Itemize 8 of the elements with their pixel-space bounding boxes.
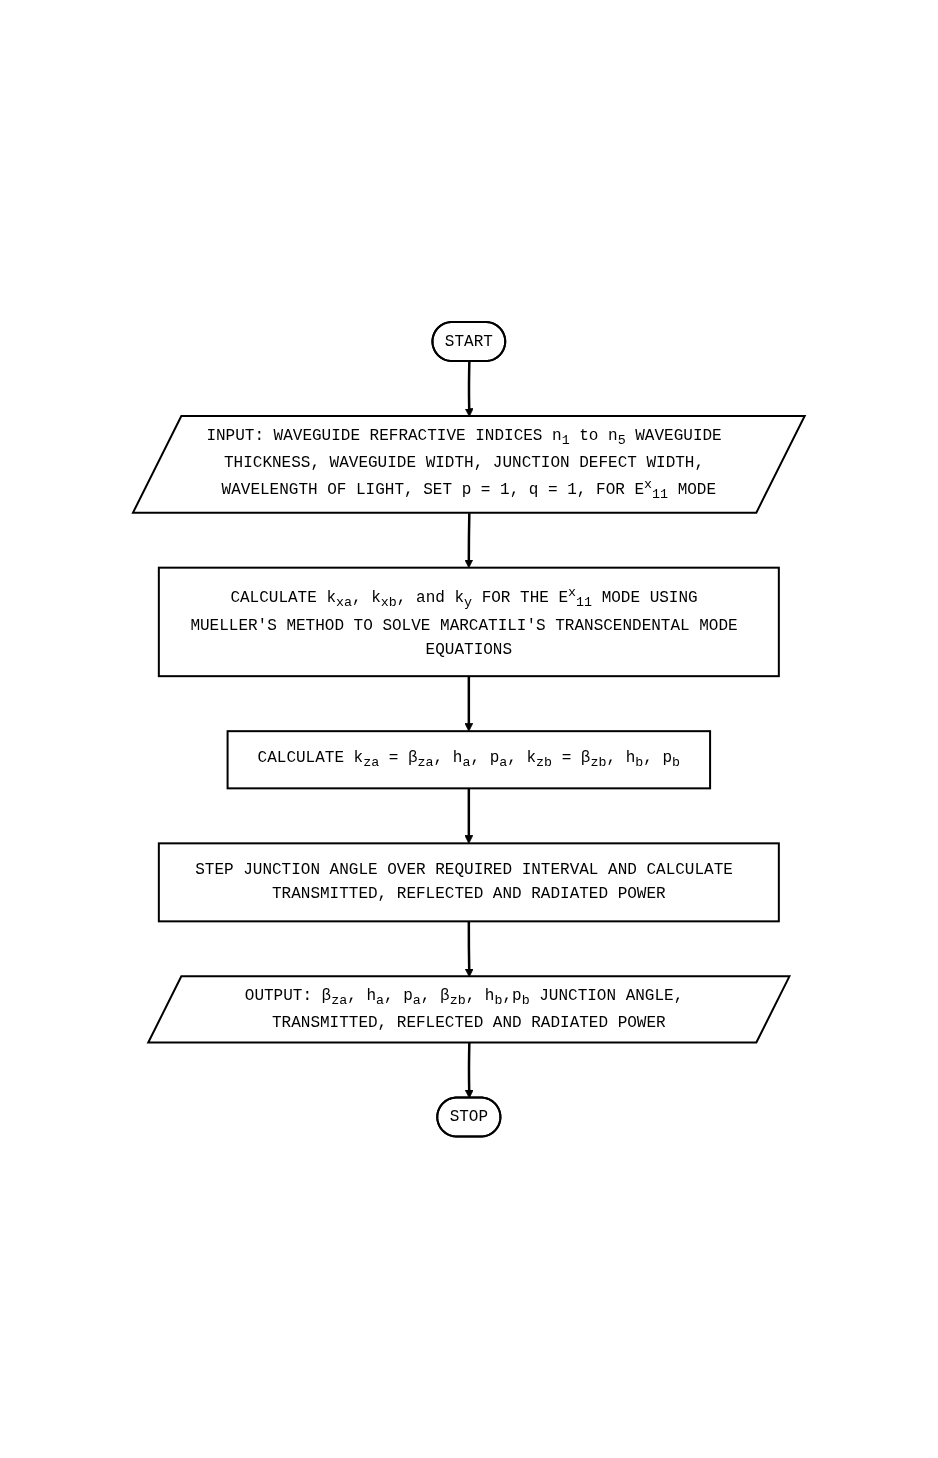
arrow	[464, 1042, 474, 1099]
arrow	[464, 921, 474, 977]
node-box: CALCULATE k$_{xa}$, k$_{xb}$, and k$_{y}$ FOR THE E$^{x}$$_{11}$ MODE USING MUELLER'S METHOD TO SOLVE MARCATILI'S TRANSCENDENTAL MODE EQUATIONS	[158, 566, 780, 677]
node-box: STEP JUNCTION ANGLE OVER REQUIRED INTERVAL AND CALCULATE TRANSMITTED, REFLECTED AND RADIATED POWER	[158, 842, 780, 923]
node-box: CALCULATE k$_{za}$ = β$_{za}$, h$_{a}$, p$_{a}$, k$_{zb}$ = β$_{zb}$, h$_{b}$, p$_{b}$	[226, 729, 712, 790]
arrow	[464, 675, 474, 732]
arrow	[464, 512, 474, 568]
arrow	[464, 788, 474, 844]
